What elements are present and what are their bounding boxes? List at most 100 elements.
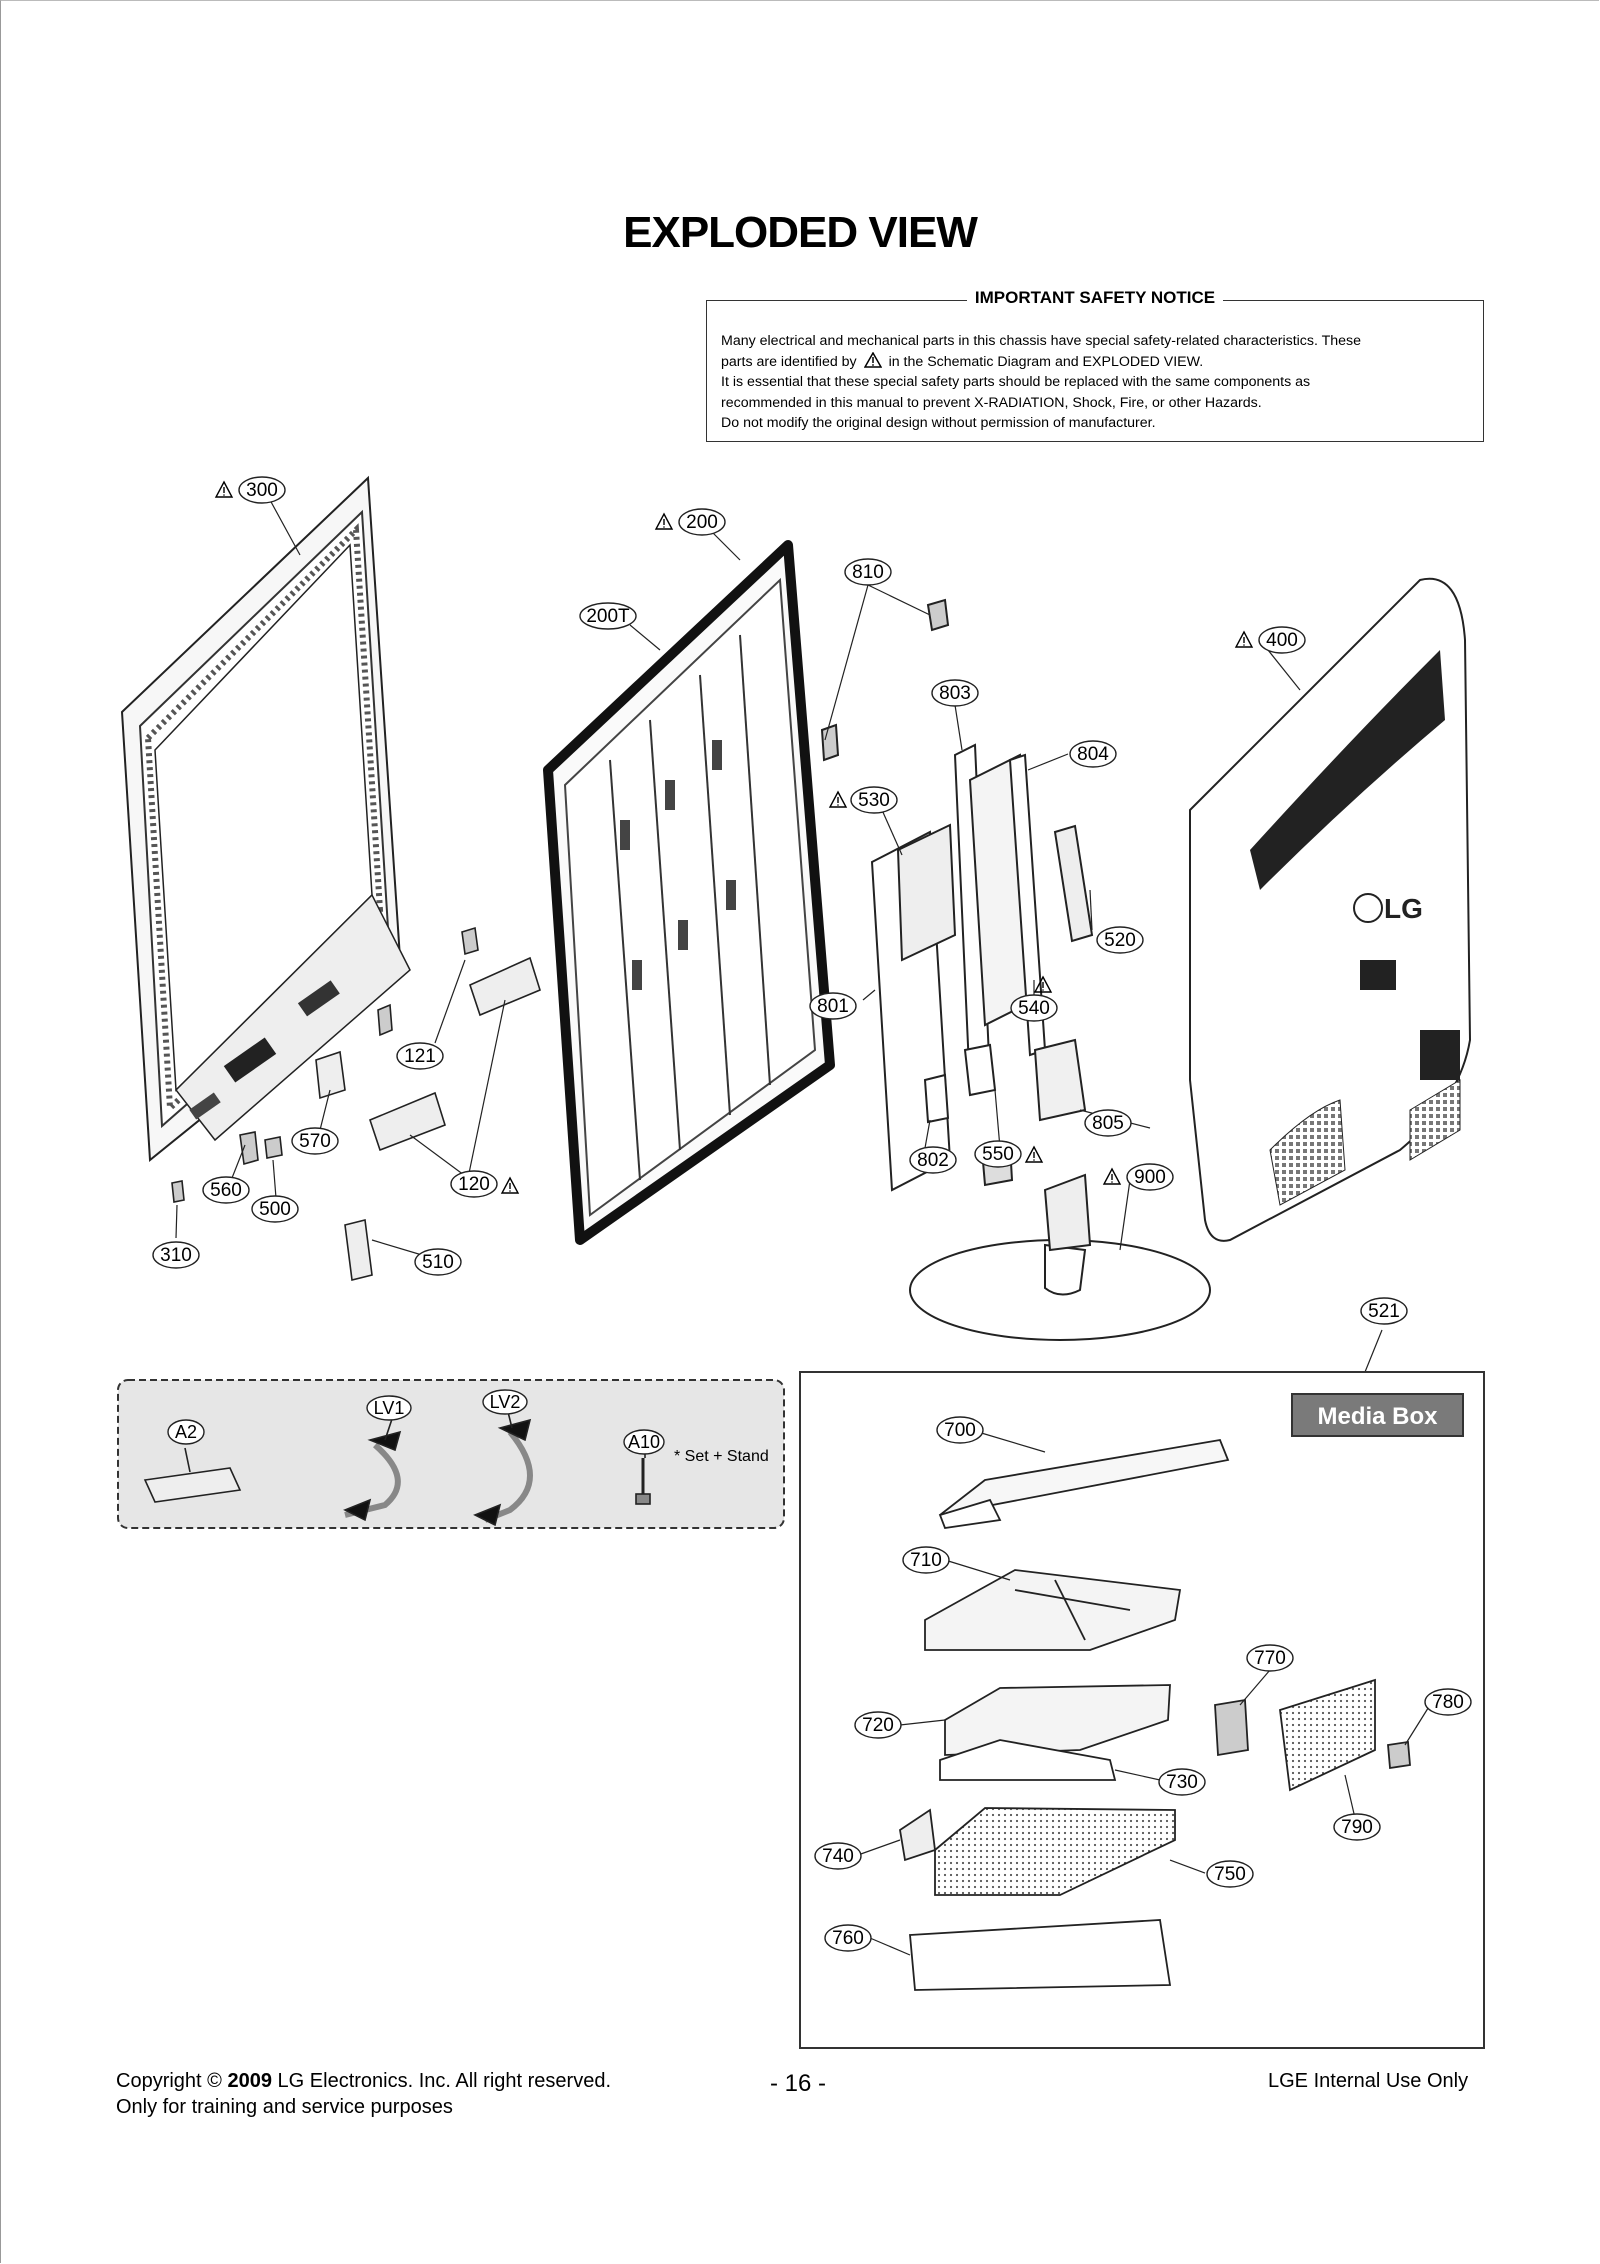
callout-805: 805 xyxy=(1084,1109,1132,1137)
safety-notice-title-wrap: IMPORTANT SAFETY NOTICE xyxy=(707,288,1483,308)
callout-560: 560 xyxy=(202,1176,250,1204)
front-bezel-part xyxy=(120,475,411,1162)
warning-triangle-icon xyxy=(863,350,882,368)
copyright-symbol: © xyxy=(207,2070,222,2092)
callout-700: 700 xyxy=(936,1416,984,1444)
label-700: 700 xyxy=(944,1420,976,1441)
callout-510: 510 xyxy=(414,1248,462,1276)
notice-line-2a: parts are identified by xyxy=(721,353,857,370)
label-540: 540 xyxy=(1018,998,1050,1019)
label-570: 570 xyxy=(299,1131,331,1152)
label-720: 720 xyxy=(862,1715,894,1736)
label-803: 803 xyxy=(939,683,971,704)
internal-boards-part xyxy=(820,598,1094,1192)
label-200: 200 xyxy=(686,512,718,533)
copyright-year: 2009 xyxy=(227,2070,272,2092)
callout-540: 540 xyxy=(1010,976,1058,1022)
label-740: 740 xyxy=(822,1846,854,1867)
label-121: 121 xyxy=(404,1046,436,1067)
callout-200T: 200T xyxy=(579,602,637,630)
label-520: 520 xyxy=(1104,930,1136,951)
callout-120: 120 xyxy=(450,1170,519,1198)
callout-810: 810 xyxy=(844,558,892,586)
media-box-label: Media Box xyxy=(1291,1393,1464,1437)
notice-line-5: Do not modify the original design withou… xyxy=(721,415,1156,431)
callout-300: 300 xyxy=(215,476,286,504)
label-760: 760 xyxy=(832,1928,864,1949)
callout-750: 750 xyxy=(1206,1860,1254,1888)
callout-804: 804 xyxy=(1069,740,1117,768)
safety-notice-title: IMPORTANT SAFETY NOTICE xyxy=(966,288,1224,307)
callout-LV2: LV2 xyxy=(482,1389,528,1415)
label-400: 400 xyxy=(1266,630,1298,651)
label-805: 805 xyxy=(1092,1113,1124,1134)
label-530: 530 xyxy=(858,790,890,811)
stand-part xyxy=(909,1173,1211,1341)
label-790: 790 xyxy=(1341,1817,1373,1838)
accessory-note: * Set + Stand xyxy=(674,1448,769,1465)
internal-use-note: LGE Internal Use Only xyxy=(1268,2070,1469,2092)
callout-900: 900 xyxy=(1103,1163,1174,1191)
front-small-parts xyxy=(171,926,541,1281)
callout-802: 802 xyxy=(909,1146,957,1174)
notice-line-1: Many electrical and mechanical parts in … xyxy=(721,333,1362,349)
notice-line-4: recommended in this manual to prevent X-… xyxy=(721,394,1262,411)
label-801: 801 xyxy=(817,996,849,1017)
callout-400: 400 xyxy=(1235,626,1306,654)
label-120: 120 xyxy=(458,1174,490,1195)
label-LV2: LV2 xyxy=(490,1392,521,1412)
label-A10: A10 xyxy=(628,1432,660,1452)
page-number: - 16 - xyxy=(770,2070,827,2097)
callout-710: 710 xyxy=(902,1546,950,1574)
callout-520: 520 xyxy=(1096,926,1144,954)
callout-780: 780 xyxy=(1424,1688,1472,1716)
callout-790: 790 xyxy=(1333,1813,1381,1841)
notice-line-2b: in the Schematic Diagram and EXPLODED VI… xyxy=(888,353,1204,370)
label-710: 710 xyxy=(910,1550,942,1571)
callout-530: 530 xyxy=(829,786,898,814)
label-810: 810 xyxy=(852,562,884,583)
copyright-line: Copyright © 2009 LG Electronics. Inc. Al… xyxy=(116,2070,611,2093)
label-A2: A2 xyxy=(175,1422,197,1442)
label-900: 900 xyxy=(1134,1167,1166,1188)
callout-801: 801 xyxy=(809,992,857,1020)
label-560: 560 xyxy=(210,1180,242,1201)
lg-logo: LG xyxy=(1384,893,1423,924)
copyright-prefix: Copyright xyxy=(116,2070,202,2092)
label-510: 510 xyxy=(422,1252,454,1273)
callout-570: 570 xyxy=(291,1127,339,1155)
page-title: EXPLODED VIEW xyxy=(623,208,978,257)
callout-760: 760 xyxy=(824,1924,872,1952)
label-770: 770 xyxy=(1254,1648,1286,1669)
notice-line-2: parts are identified by in the Schematic… xyxy=(721,350,1469,373)
label-300: 300 xyxy=(246,480,278,501)
safety-notice-box: IMPORTANT SAFETY NOTICE Many electrical … xyxy=(706,288,1484,442)
callout-310: 310 xyxy=(152,1241,200,1269)
media-box-parts xyxy=(899,1438,1411,1991)
notice-line-3: It is essential that these special safet… xyxy=(721,374,1311,390)
label-310: 310 xyxy=(160,1245,192,1266)
label-521: 521 xyxy=(1368,1301,1400,1322)
label-804: 804 xyxy=(1077,744,1109,765)
back-cover-part: LG xyxy=(1189,577,1472,1242)
callout-A2: A2 xyxy=(167,1419,205,1445)
label-LV1: LV1 xyxy=(374,1398,405,1418)
label-730: 730 xyxy=(1166,1772,1198,1793)
callout-550: 550 xyxy=(974,1140,1043,1168)
callout-730: 730 xyxy=(1158,1768,1206,1796)
callout-LV1: LV1 xyxy=(366,1395,412,1421)
label-780: 780 xyxy=(1432,1692,1464,1713)
callout-A10: A10 xyxy=(623,1429,665,1455)
training-note: Only for training and service purposes xyxy=(116,2096,453,2118)
copyright-rest: LG Electronics. Inc. All right reserved. xyxy=(277,2070,612,2092)
rear-frame-part xyxy=(543,540,835,1245)
safety-notice-body: Many electrical and mechanical parts in … xyxy=(721,331,1469,434)
label-802: 802 xyxy=(917,1150,949,1171)
label-550: 550 xyxy=(982,1144,1014,1165)
label-200T: 200T xyxy=(586,606,630,627)
callout-720: 720 xyxy=(854,1711,902,1739)
label-500: 500 xyxy=(259,1199,291,1220)
callout-200: 200 xyxy=(655,508,726,536)
